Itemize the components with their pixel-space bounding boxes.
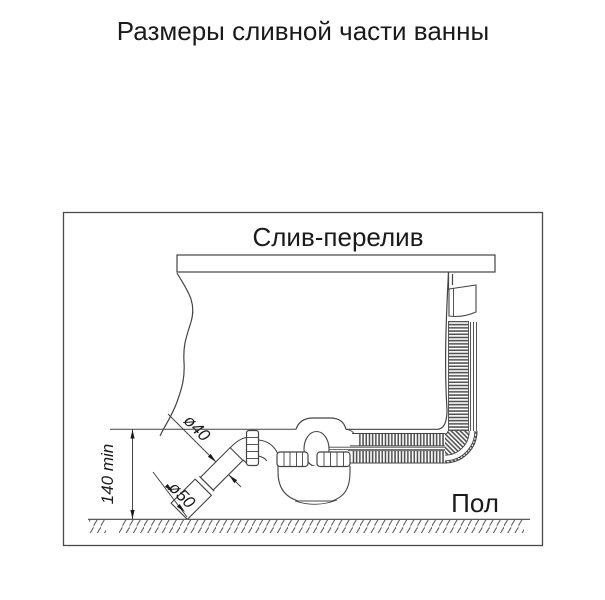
dim-label-height: 140 min — [98, 444, 117, 504]
siphon-assembly — [229, 429, 351, 505]
bathtub-rim — [176, 254, 496, 273]
drain-flange — [295, 417, 347, 430]
floor-hatch-left — [89, 520, 106, 533]
bathtub-outline — [159, 254, 496, 437]
overflow-hose — [328, 321, 478, 464]
dim-label-40: ø40 — [180, 411, 215, 446]
overflow-fitting — [448, 284, 477, 318]
bathtub-right-wall — [436, 271, 450, 430]
dim-diameter-50 — [152, 471, 188, 518]
floor — [88, 518, 530, 533]
siphon-bowl — [277, 466, 351, 502]
floor-label: Пол — [451, 488, 499, 518]
page-title: Размеры сливной части ванны — [117, 16, 489, 46]
left-horizontal-nut — [276, 451, 309, 468]
drain-overflow-label: Слив-перелив — [252, 222, 423, 252]
dim-diameter-40 — [167, 413, 242, 488]
vertical-nut — [245, 429, 260, 467]
floor-hatch-main — [119, 520, 524, 533]
diagram-frame — [62, 211, 544, 547]
right-horizontal-nut — [316, 451, 351, 468]
bathtub-break-line — [159, 272, 194, 437]
dim-height-140 — [110, 428, 296, 520]
